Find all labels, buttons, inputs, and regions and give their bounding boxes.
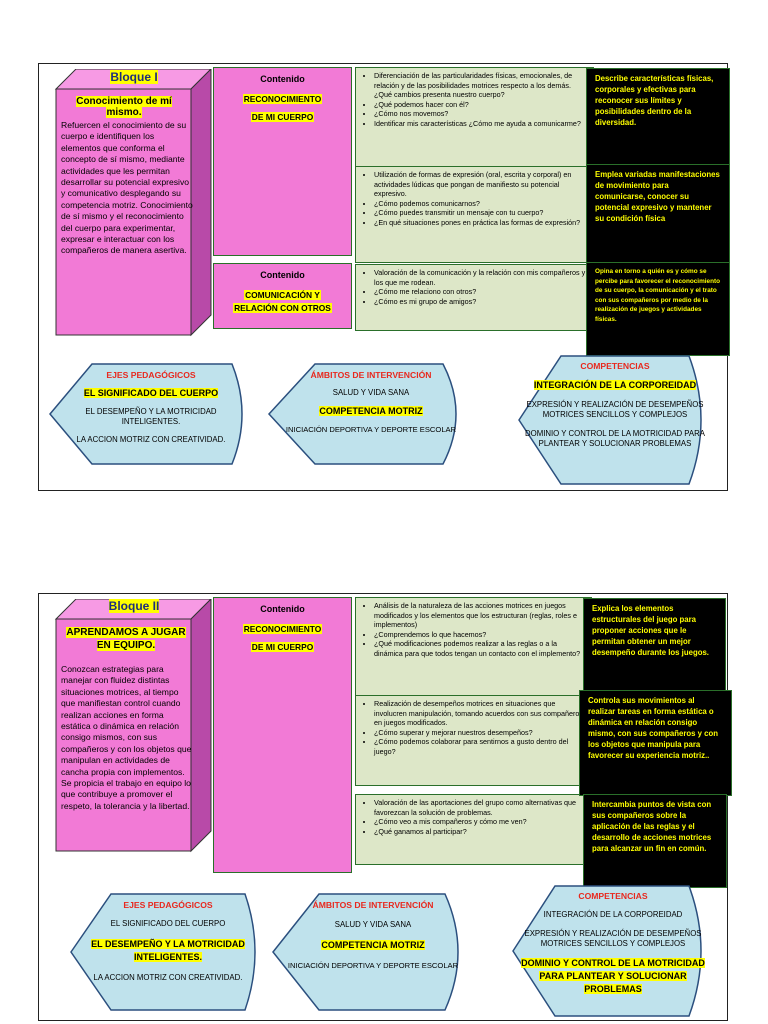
content-title-line2: DE MI CUERPO (250, 642, 315, 652)
list-item: ¿Cómo es mi grupo de amigos? (374, 297, 587, 307)
content-detail-box-2: Realización de desempeños motrices en si… (355, 695, 592, 786)
content-label: Contenido (260, 604, 305, 614)
block-2-panel: Bloque II APRENDAMOS A JUGAR EN EQUIPO. … (38, 593, 732, 1021)
competencias-text: COMPETENCIAS INTEGRACIÓN DE LA CORPOREID… (515, 891, 711, 996)
competencias-item-1: INTEGRACIÓN DE LA CORPOREIDAD (543, 910, 683, 919)
learning-outcome-box-3: Intercambia puntos de vista con sus comp… (583, 794, 727, 888)
content-label: Contenido (260, 270, 305, 280)
content-box-1: Contenido RECONOCIMIENTO DE MI CUERPO (213, 597, 352, 873)
content-title-line2: DE MI CUERPO (250, 112, 315, 122)
block-description: Refuercen el conocimiento de su cuerpo e… (61, 120, 193, 256)
content-detail-box-2: Utilización de formas de expresión (oral… (355, 166, 594, 263)
list-item: Análisis de la naturaleza de las accione… (374, 601, 585, 630)
content-title-line1: COMUNICACIÓN Y (244, 290, 321, 300)
content-detail-box-3: Valoración de las aportaciones del grupo… (355, 794, 592, 865)
list-item: ¿Cómo superar y mejorar nuestros desempe… (374, 728, 585, 738)
ambitos-title: ÁMBITOS DE INTERVENCIÓN (310, 370, 432, 380)
competencias-title: COMPETENCIAS (580, 361, 650, 371)
ejes-item-2: EL DESEMPEÑO Y LA MOTRICIDAD INTELIGENTE… (85, 407, 217, 426)
competencias-item-1: INTEGRACIÓN DE LA CORPOREIDAD (533, 380, 697, 390)
list-item: ¿En qué situaciones pones en práctica la… (374, 218, 587, 228)
learning-outcome-box-2: Controla sus movimientos al realizar tar… (579, 690, 732, 796)
ejes-item-1: EL SIGNIFICADO DEL CUERPO (83, 388, 219, 398)
ejes-title: EJES PEDAGÓGICOS (123, 900, 213, 910)
content-title-line1: RECONOCIMIENTO (242, 94, 323, 104)
list-item: Realización de desempeños motrices en si… (374, 699, 585, 728)
cube-shape (54, 599, 212, 853)
content-title-line1: RECONOCIMIENTO (242, 624, 323, 634)
competencias-item-2: EXPRESIÓN Y REALIZACIÓN DE DESEMPEÑOS MO… (526, 400, 704, 419)
block-title: Bloque II (108, 599, 160, 613)
competencias-item-2: EXPRESIÓN Y REALIZACIÓN DE DESEMPEÑOS MO… (524, 929, 702, 948)
list-item: ¿Qué modificaciones podemos realizar a l… (374, 639, 585, 658)
ambitos-item-2: COMPETENCIA MOTRIZ (319, 406, 423, 416)
learning-outcome-box-1: Describe características físicas, corpor… (586, 68, 730, 168)
list-item: ¿Comprendemos lo que hacemos? (374, 630, 585, 640)
ejes-text: EJES PEDAGÓGICOS EL SIGNIFICADO DEL CUER… (56, 370, 246, 445)
block-subtitle: APRENDAMOS A JUGAR EN EQUIPO. (66, 627, 186, 651)
content-box-1: Contenido RECONOCIMIENTO DE MI CUERPO (213, 67, 352, 256)
learning-outcome-box-3: Opina en torno a quién es y cómo se perc… (586, 262, 730, 356)
ejes-item-1: EL SIGNIFICADO DEL CUERPO (110, 919, 226, 928)
learning-outcome-box-1: Explica los elementos estructurales del … (583, 598, 726, 700)
ejes-item-2: EL DESEMPEÑO Y LA MOTRICIDAD INTELIGENTE… (91, 939, 245, 962)
block-description: Conozcan estrategias para manejar con fl… (61, 664, 192, 811)
ambitos-item-3: INICIACIÓN DEPORTIVA Y DEPORTE ESCOLAR (287, 961, 459, 970)
list-item: Valoración de la comunicación y la relac… (374, 268, 587, 287)
content-title-line2: RELACIÓN CON OTROS (233, 303, 332, 313)
list-item: ¿Cómo veo a mis compañeros y cómo me ven… (374, 817, 585, 827)
block-title: Bloque I (110, 70, 158, 84)
list-item: ¿Qué podemos hacer con él? (374, 100, 587, 110)
competencias-shape (512, 885, 702, 1017)
competencias-item-3: DOMINIO Y CONTROL DE LA MOTRICIDAD PARA … (521, 958, 705, 994)
cube-shape (54, 69, 212, 337)
content-detail-box-3: Valoración de la comunicación y la relac… (355, 264, 594, 331)
list-item: ¿Cómo nos movemos? (374, 109, 587, 119)
ambitos-item-1: SALUD Y VIDA SANA (334, 920, 412, 929)
ambitos-text: ÁMBITOS DE INTERVENCIÓN SALUD Y VIDA SAN… (277, 370, 465, 435)
ambitos-shape (272, 893, 459, 1011)
content-detail-box-1: Diferenciación de las particularidades f… (355, 67, 594, 168)
ejes-item-3: LA ACCION MOTRIZ CON CREATIVIDAD. (76, 435, 226, 444)
content-label: Contenido (260, 74, 305, 84)
list-item: ¿Cómo puedes transmitir un mensaje con t… (374, 208, 587, 218)
competencias-item-3: DOMINIO Y CONTROL DE LA MOTRICIDAD PARA … (525, 429, 705, 448)
content-box-2: Contenido COMUNICACIÓN Y RELACIÓN CON OT… (213, 263, 352, 329)
block-subtitle: Conocimiento de mí mismo. (76, 96, 172, 118)
block-1-panel: Bloque I Conocimiento de mí mismo. Refue… (38, 63, 730, 491)
list-item: ¿Cómo podemos colaborar para sentirnos a… (374, 737, 585, 756)
list-item: ¿Qué ganamos al participar? (374, 827, 585, 837)
list-item: Valoración de las aportaciones del grupo… (374, 798, 585, 817)
list-item: Identificar mis características ¿Cómo me… (374, 119, 587, 129)
list-item: Diferenciación de las particularidades f… (374, 71, 587, 100)
list-item: ¿Cómo me relaciono con otros? (374, 287, 587, 297)
ejes-text: EJES PEDAGÓGICOS EL SIGNIFICADO DEL CUER… (75, 900, 261, 983)
ambitos-title: ÁMBITOS DE INTERVENCIÓN (312, 900, 434, 910)
learning-outcome-box-2: Emplea variadas manifestaciones de movim… (586, 164, 730, 266)
ambitos-item-3: INICIACIÓN DEPORTIVA Y DEPORTE ESCOLAR (285, 425, 457, 434)
content-detail-box-1: Análisis de la naturaleza de las accione… (355, 597, 592, 696)
ejes-title: EJES PEDAGÓGICOS (106, 370, 196, 380)
competencias-title: COMPETENCIAS (578, 891, 648, 901)
competencias-text: COMPETENCIAS INTEGRACIÓN DE LA CORPOREID… (519, 361, 711, 449)
ambitos-text: ÁMBITOS DE INTERVENCIÓN SALUD Y VIDA SAN… (279, 900, 467, 971)
list-item: ¿Cómo podemos comunicarnos? (374, 199, 587, 209)
ambitos-item-2: COMPETENCIA MOTRIZ (321, 940, 425, 950)
list-item: Utilización de formas de expresión (oral… (374, 170, 587, 199)
ambitos-item-1: SALUD Y VIDA SANA (332, 388, 410, 397)
ejes-item-3: LA ACCION MOTRIZ CON CREATIVIDAD. (93, 973, 243, 982)
